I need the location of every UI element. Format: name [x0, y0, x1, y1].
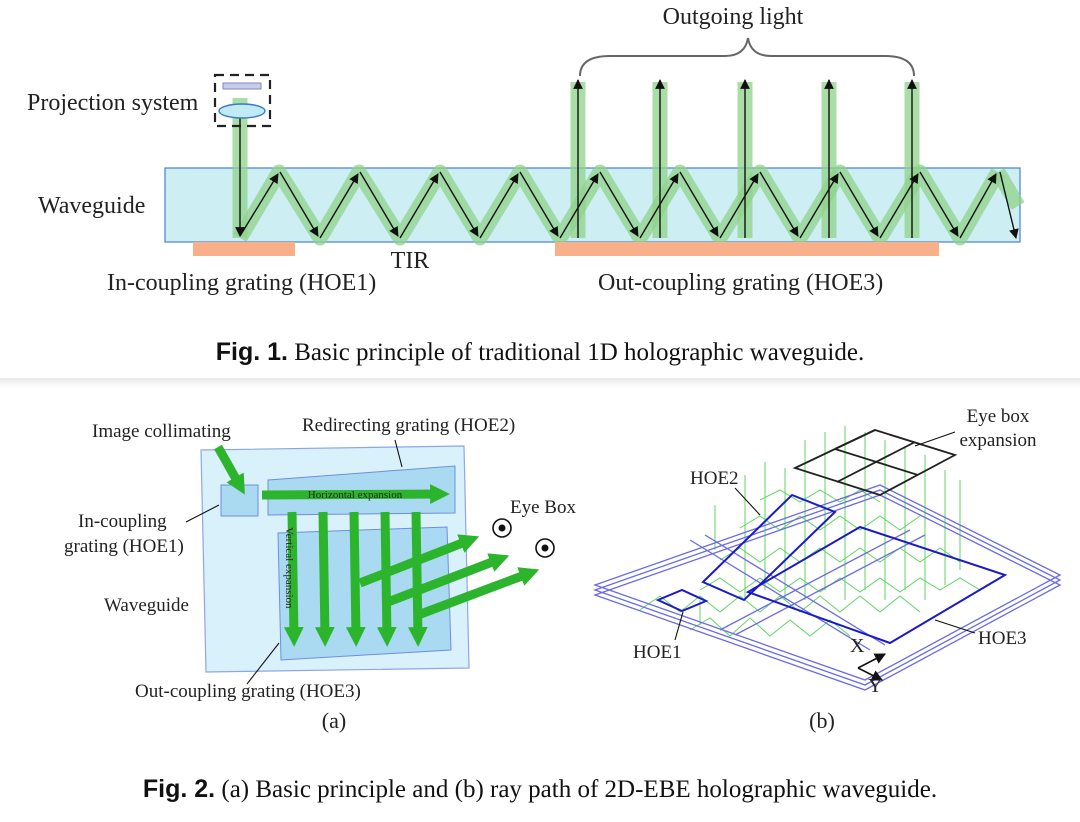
out-coupling-label: Out-coupling grating (HOE3)	[135, 681, 361, 702]
hoe3-label: HOE3	[978, 628, 1027, 649]
outgoing-arrow	[386, 553, 510, 607]
fig1-caption-text: Basic principle of traditional 1D hologr…	[288, 339, 865, 366]
subfigure-a-label: (a)	[322, 708, 346, 733]
horizontal-expansion-label: Horizontal expansion	[308, 489, 403, 501]
vertical-expansion-arrow	[314, 511, 335, 647]
hoe2-label: HOE2	[690, 468, 739, 489]
fig2-caption-text: (a) Basic principle and (b) ray path of …	[215, 776, 938, 803]
eye-box-expansion-line1: Eye box	[967, 406, 1030, 427]
fig2-caption-label: Fig. 2.	[142, 775, 216, 803]
figure-divider	[0, 378, 1080, 388]
projection-system-label: Projection system	[27, 90, 199, 116]
waveguide-label: Waveguide	[104, 595, 189, 616]
in-coupling-label-line2: grating (HOE1)	[64, 536, 184, 557]
fig2-caption: Fig. 2. (a) Basic principle and (b) ray …	[0, 775, 1080, 804]
eye-box-label: Eye Box	[510, 497, 576, 518]
vertical-expansion-arrow	[283, 511, 304, 647]
fig2b-hoe3	[745, 525, 1008, 645]
in-coupling-grating-label: In-coupling grating (HOE1)	[107, 270, 376, 296]
figure-2: Image collimating Redirecting grating (H…	[0, 388, 1080, 817]
in-coupling-grating	[193, 242, 295, 256]
fig2a-in-coupling-grating	[220, 484, 259, 517]
axis-x-label: X	[850, 635, 865, 657]
collimating-arrow	[214, 444, 245, 495]
projection-system-icon	[213, 73, 272, 128]
vertical-expansion-arrow	[407, 511, 428, 647]
subfigure-b-label: (b)	[809, 708, 835, 733]
out-coupling-grating-label: Out-coupling grating (HOE3)	[598, 270, 883, 296]
fig2a-out-coupling-grating	[277, 526, 452, 661]
vertical-expansion-arrow	[345, 511, 366, 647]
vertical-expansion-label: Vertical expansion	[283, 527, 295, 609]
in-coupling-label-line1: In-coupling	[78, 511, 167, 532]
eye-box-expansion-line2: expansion	[959, 430, 1037, 451]
outgoing-light-brace	[579, 37, 915, 77]
figure-1: Outgoing light Projection system Wavegui…	[0, 0, 1080, 378]
outgoing-light-label: Outgoing light	[663, 4, 804, 30]
image-collimating-label: Image collimating	[92, 421, 231, 442]
fig1-caption-label: Fig. 1.	[215, 338, 288, 366]
waveguide-label: Waveguide	[38, 193, 145, 219]
fig2-diagram: Image collimating Redirecting grating (H…	[64, 406, 1062, 733]
fig2b-hoe2	[701, 493, 837, 602]
redirecting-grating-label: Redirecting grating (HOE2)	[302, 415, 515, 436]
outgoing-arrow	[358, 534, 480, 588]
horizontal-expansion-arrow	[261, 484, 450, 504]
tir-rays	[235, 79, 1019, 239]
out-coupling-grating	[555, 242, 939, 256]
axis-indicator	[857, 653, 886, 681]
eye-icon	[535, 538, 555, 558]
tir-label: TIR	[391, 248, 430, 274]
fig2b-ray-path: Eye box expansion HOE2 HOE1 HOE3 X Y (b)	[593, 406, 1062, 733]
fig2b-hoe1	[655, 588, 709, 613]
eye-icon	[492, 518, 512, 538]
hoe1-label: HOE1	[633, 642, 682, 663]
fig1-diagram: Outgoing light Projection system Wavegui…	[27, 4, 1025, 296]
axis-y-label: Y	[868, 675, 882, 697]
eye-box-grid	[792, 429, 958, 496]
outgoing-arrow	[416, 567, 540, 620]
fig1-caption: Fig. 1. Basic principle of traditional 1…	[0, 338, 1080, 367]
fig2a-schematic: Image collimating Redirecting grating (H…	[64, 415, 576, 733]
